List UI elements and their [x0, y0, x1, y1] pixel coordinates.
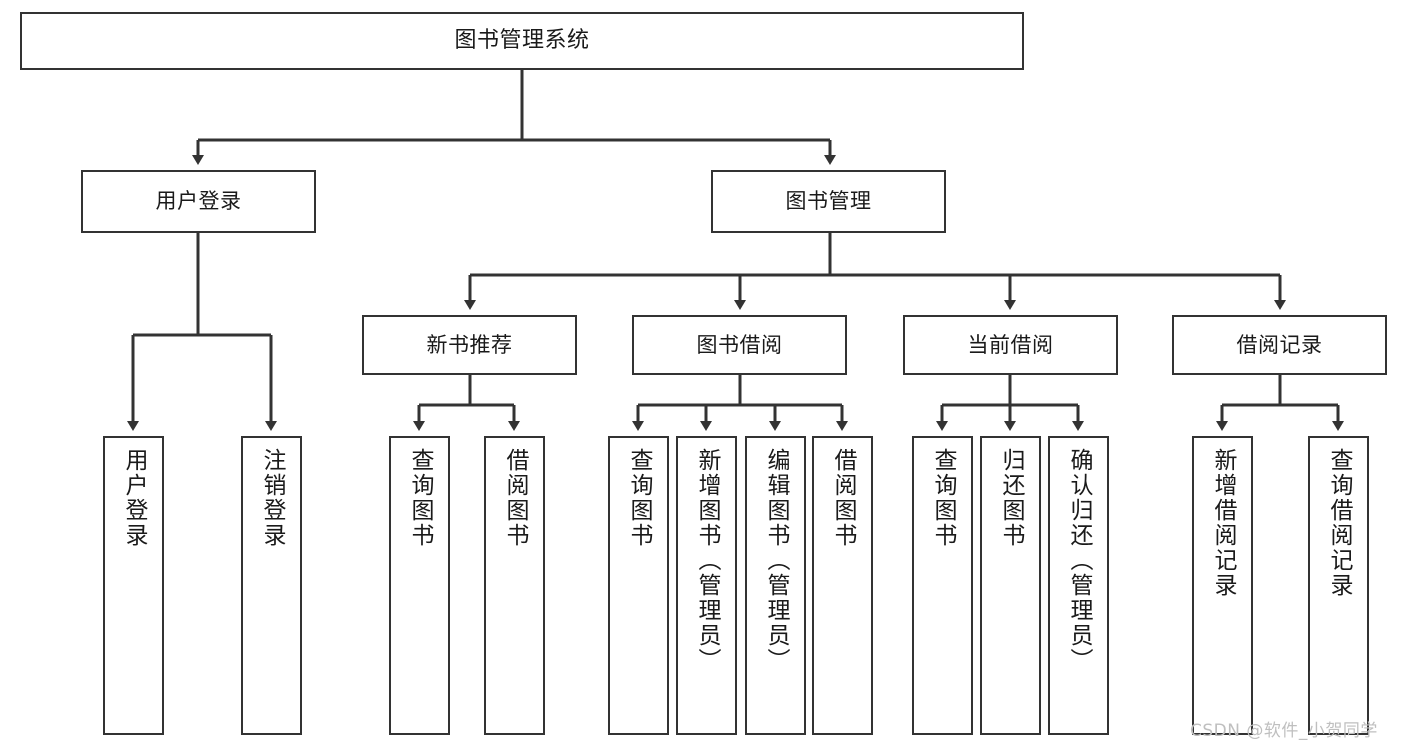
node-label: 确认归还（管理员） — [1066, 448, 1092, 673]
node-label: 新增图书（管理员） — [694, 448, 720, 673]
leaf-edit-book-admin[interactable]: 编辑图书（管理员） — [745, 436, 806, 735]
node-label: 注销登录 — [259, 448, 285, 548]
csdn-watermark: CSDN @软件_小贺同学 — [1190, 721, 1378, 741]
leaf-confirm-return-admin[interactable]: 确认归还（管理员） — [1048, 436, 1109, 735]
node-label: 归还图书 — [998, 448, 1024, 548]
node-label: 新增借阅记录 — [1210, 448, 1236, 598]
node-label: 查询借阅记录 — [1326, 448, 1352, 598]
node-label: 借阅图书 — [502, 448, 528, 548]
node-label: 当前借阅 — [967, 332, 1054, 357]
node-root-book-management-system[interactable]: 图书管理系统 — [20, 12, 1024, 70]
leaf-return-book[interactable]: 归还图书 — [980, 436, 1041, 735]
node-user-login[interactable]: 用户登录 — [81, 170, 316, 233]
leaf-query-book-current[interactable]: 查询图书 — [912, 436, 973, 735]
leaf-add-book-admin[interactable]: 新增图书（管理员） — [676, 436, 737, 735]
node-label: 查询图书 — [407, 448, 433, 548]
leaf-logout-login[interactable]: 注销登录 — [241, 436, 302, 735]
node-new-book-recommendation[interactable]: 新书推荐 — [362, 315, 577, 375]
node-label: 图书管理系统 — [454, 28, 590, 54]
node-label: 新书推荐 — [426, 332, 513, 357]
node-book-management[interactable]: 图书管理 — [711, 170, 946, 233]
leaf-query-book-borrowing[interactable]: 查询图书 — [608, 436, 669, 735]
leaf-query-book-recommendation[interactable]: 查询图书 — [389, 436, 450, 735]
leaf-user-login[interactable]: 用户登录 — [103, 436, 164, 735]
leaf-query-borrowing-record[interactable]: 查询借阅记录 — [1308, 436, 1369, 735]
node-label: 用户登录 — [155, 189, 242, 214]
leaf-add-borrowing-record[interactable]: 新增借阅记录 — [1192, 436, 1253, 735]
node-label: 用户登录 — [121, 448, 147, 548]
leaf-borrow-book-borrowing[interactable]: 借阅图书 — [812, 436, 873, 735]
node-label: 借阅记录 — [1236, 332, 1323, 357]
node-label: 查询图书 — [626, 448, 652, 548]
node-label: 查询图书 — [930, 448, 956, 548]
node-book-borrowing[interactable]: 图书借阅 — [632, 315, 847, 375]
node-borrowing-records[interactable]: 借阅记录 — [1172, 315, 1387, 375]
node-label: 图书管理 — [785, 189, 872, 214]
node-label: 编辑图书（管理员） — [763, 448, 789, 673]
node-label: 图书借阅 — [696, 332, 783, 357]
leaf-borrow-book-recommendation[interactable]: 借阅图书 — [484, 436, 545, 735]
node-label: 借阅图书 — [830, 448, 856, 548]
node-current-borrowing[interactable]: 当前借阅 — [903, 315, 1118, 375]
